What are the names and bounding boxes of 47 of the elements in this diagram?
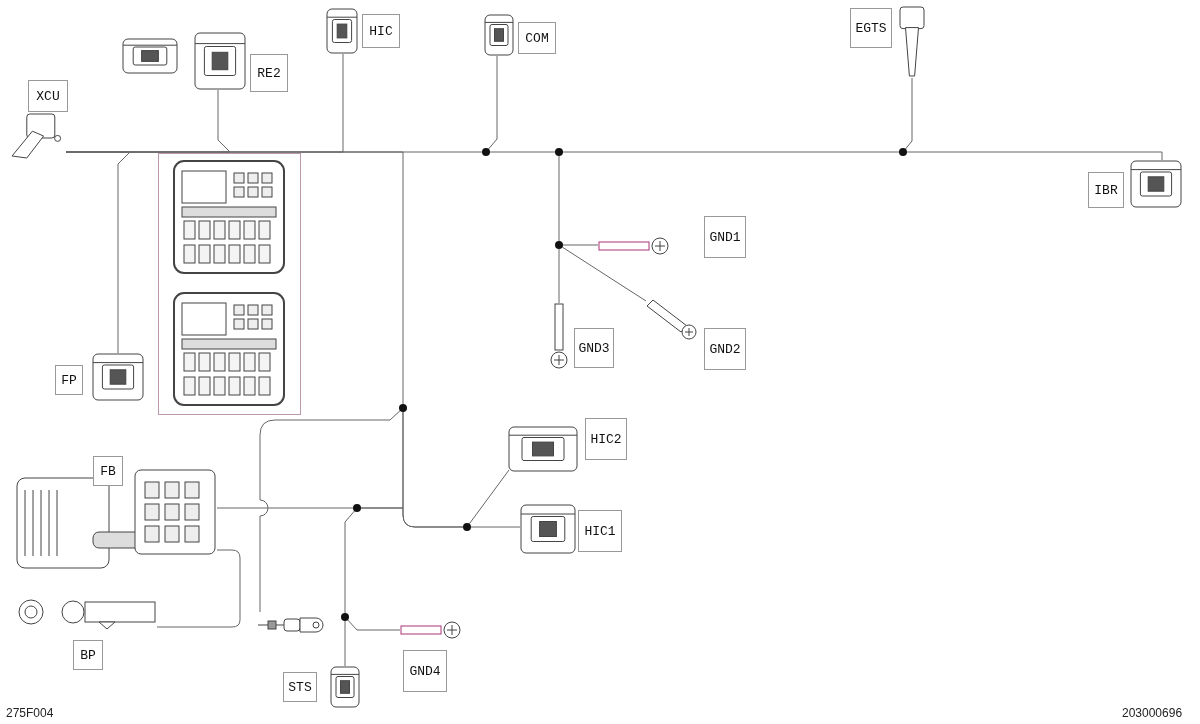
part-label: EGTS [850, 8, 892, 48]
part-label: FB [93, 456, 123, 486]
wire [558, 155, 560, 242]
wire [562, 151, 900, 153]
part-label: IBR [1088, 172, 1124, 208]
wire [156, 549, 241, 628]
part-label: FP [55, 365, 83, 395]
wire [360, 507, 464, 528]
connector-icon [122, 38, 178, 74]
wire [470, 526, 521, 528]
wire [344, 620, 346, 667]
wire [562, 244, 599, 246]
part-label: GND3 [574, 328, 614, 368]
part-label: STS [283, 672, 317, 702]
junction-dot [482, 148, 490, 156]
part-label: GND2 [704, 328, 746, 370]
wire [489, 151, 556, 153]
junction-dot [353, 504, 361, 512]
part-label: HIC2 [585, 418, 627, 460]
part-label: RE2 [250, 54, 288, 92]
wire [488, 55, 498, 150]
part-label: GND1 [704, 216, 746, 258]
part-label: COM [518, 22, 556, 54]
wire [906, 151, 1163, 161]
junction-dot [555, 241, 563, 249]
wire [561, 246, 647, 302]
wire [558, 248, 560, 304]
wire [347, 619, 401, 631]
wire [905, 77, 913, 150]
junction-dot [399, 404, 407, 412]
fuse-box-drawing [158, 153, 301, 415]
junction-dot [463, 523, 471, 531]
wire [216, 507, 354, 509]
drawing-number: 275F004 [6, 706, 54, 720]
junction-dot [341, 613, 349, 621]
part-label: XCU [28, 80, 68, 112]
junction-dot [899, 148, 907, 156]
part-label: GND4 [403, 650, 447, 692]
wire [468, 469, 510, 525]
part-label: BP [73, 640, 103, 670]
junction-dot [555, 148, 563, 156]
wire [65, 151, 483, 153]
drawing-number: 203000696 [1122, 706, 1183, 720]
wire [344, 510, 355, 614]
wire [259, 410, 401, 613]
part-label: HIC1 [578, 510, 622, 552]
part-label: HIC [362, 14, 400, 48]
